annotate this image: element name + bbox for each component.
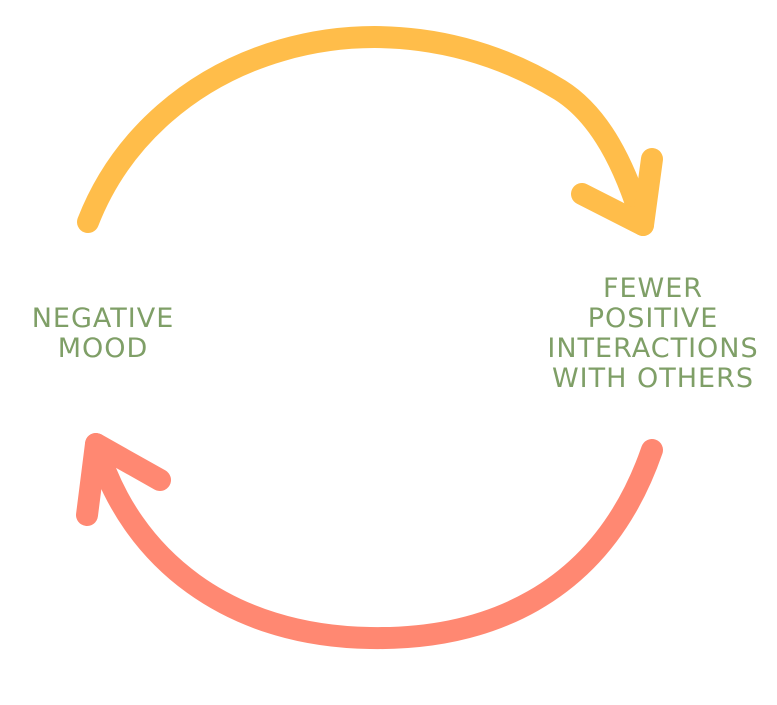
- node-negative-mood-line-2: MOOD: [57, 333, 149, 364]
- node-fewer-positive-interactions: FEWER POSITIVE INTERACTIONS WITH OTHERS: [536, 274, 770, 394]
- node-fewer-positive-interactions-line-3: INTERACTIONS: [547, 333, 759, 364]
- node-fewer-positive-interactions-line-2: POSITIVE: [587, 303, 719, 334]
- bottom-arrow: [76, 433, 663, 650]
- node-negative-mood-line-1: NEGATIVE: [31, 303, 175, 334]
- node-negative-mood: NEGATIVE MOOD: [18, 304, 188, 364]
- top-arrow: [77, 26, 663, 236]
- node-fewer-positive-interactions-line-1: FEWER: [602, 273, 704, 304]
- top-arrow-head: [571, 148, 663, 236]
- node-fewer-positive-interactions-line-4: WITH OTHERS: [551, 363, 755, 394]
- bottom-arrow-head: [76, 433, 171, 526]
- bottom-arrow-arc: [85, 433, 663, 650]
- top-arrow-arc: [77, 26, 654, 236]
